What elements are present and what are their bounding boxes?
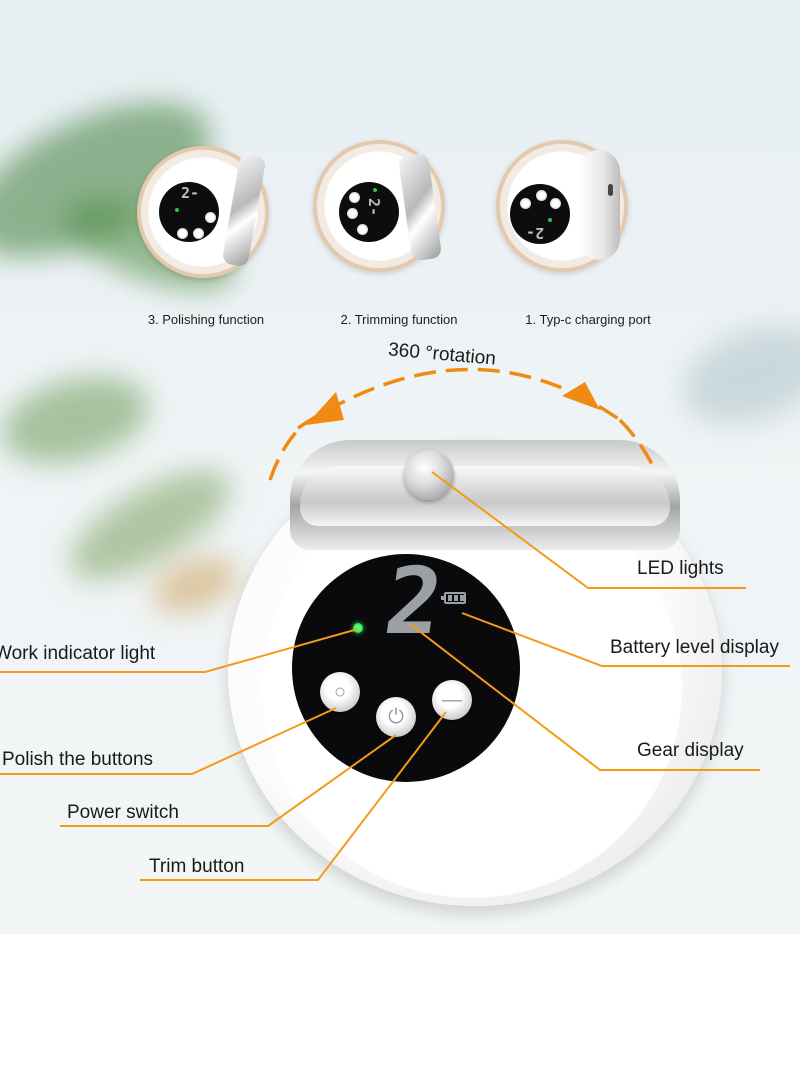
battery-bar bbox=[454, 595, 458, 601]
thumbnail-button bbox=[520, 198, 531, 209]
callout-battery-level-display: Battery level display bbox=[610, 637, 779, 658]
thumbnail-button bbox=[550, 198, 561, 209]
bottom-margin bbox=[0, 934, 800, 1091]
background-leaf bbox=[0, 361, 158, 479]
thumbnail-indicator-light bbox=[373, 188, 377, 192]
thumbnail-button bbox=[205, 212, 216, 223]
work-indicator-light bbox=[353, 623, 363, 633]
battery-bar bbox=[448, 595, 452, 601]
thumbnail-button bbox=[357, 224, 368, 235]
polish-icon: ○ bbox=[333, 681, 347, 703]
power-icon: ⏻ bbox=[388, 706, 404, 728]
thumbnail-charging-port: 2- bbox=[496, 140, 628, 272]
battery-icon bbox=[441, 592, 466, 604]
thumbnail-button bbox=[347, 208, 358, 219]
battery-bar bbox=[460, 595, 464, 601]
thumbnail-gear-digit: 2- bbox=[365, 197, 384, 217]
trim-icon: — bbox=[442, 689, 462, 711]
polish-button[interactable]: ○ bbox=[320, 672, 360, 712]
callout-trim-button: Trim button bbox=[149, 856, 245, 877]
power-switch[interactable]: ⏻ bbox=[376, 697, 416, 737]
caption-charging-port: 1. Typ-c charging port bbox=[525, 312, 651, 327]
thumbnail-indicator-light bbox=[548, 218, 552, 222]
caption-trimming: 2. Trimming function bbox=[340, 312, 458, 327]
thumbnail-button bbox=[177, 228, 188, 239]
gear-display: 2 bbox=[378, 548, 447, 655]
caption-polishing: 3. Polishing function bbox=[147, 312, 265, 327]
trim-button[interactable]: — bbox=[432, 680, 472, 720]
thumbnail-housing bbox=[578, 150, 620, 260]
thumbnail-usb-c-port bbox=[608, 184, 613, 196]
callout-gear-display: Gear display bbox=[637, 740, 744, 761]
thumbnail-indicator-light bbox=[175, 208, 179, 212]
led-lights bbox=[404, 450, 454, 500]
callout-polish-the-buttons: Polish the buttons bbox=[2, 749, 154, 770]
thumbnail-gear-digit: 2- bbox=[526, 224, 545, 242]
background-leaf bbox=[669, 307, 800, 443]
thumbnail-button bbox=[349, 192, 360, 203]
thumbnail-button bbox=[536, 190, 547, 201]
callout-work-indicator-light: Work indicator light bbox=[0, 643, 156, 664]
trimmer-head-blade bbox=[300, 466, 670, 526]
thumbnail-polishing: 2- bbox=[137, 146, 269, 278]
thumbnail-trimming: 2- bbox=[313, 140, 445, 272]
callout-led-lights: LED lights bbox=[637, 558, 724, 579]
thumbnail-gear-digit: 2- bbox=[181, 184, 200, 202]
thumbnail-button bbox=[193, 228, 204, 239]
callout-power-switch: Power switch bbox=[67, 802, 179, 823]
